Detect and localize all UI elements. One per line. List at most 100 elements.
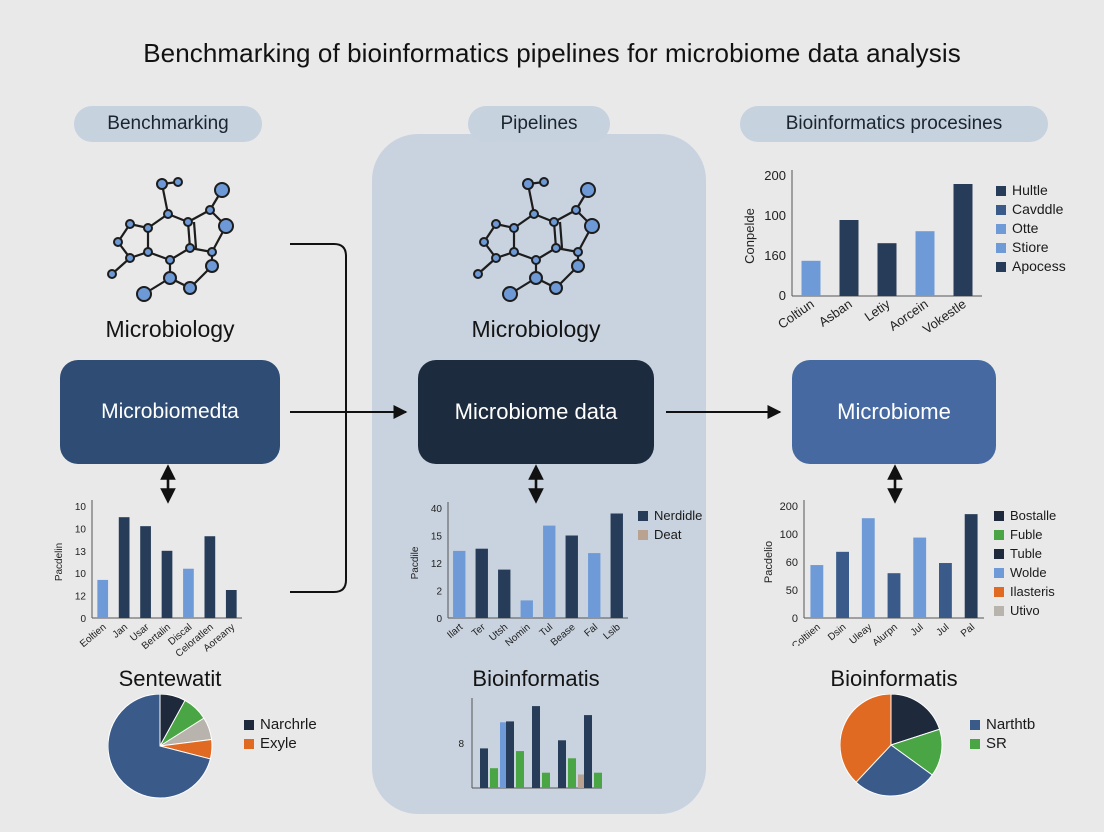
bar <box>565 535 578 618</box>
x-tick-label: Bease <box>549 622 578 646</box>
bar <box>225 590 237 618</box>
bar <box>453 550 466 618</box>
bar <box>913 537 927 618</box>
legend-label: Hultle <box>1012 182 1048 198</box>
legend-swatch <box>996 224 1006 234</box>
bar <box>810 565 824 618</box>
box-microbiome-data: Microbiome data <box>418 360 654 464</box>
bar <box>877 243 897 296</box>
bar <box>480 748 488 788</box>
x-tick-label: Lsib <box>602 622 623 643</box>
y-tick-label: 10 <box>75 569 87 580</box>
y-tick-label: 12 <box>431 559 443 570</box>
bar <box>498 569 511 618</box>
legend-swatch <box>970 720 980 730</box>
label-microbiology-middle: Microbiology <box>471 316 601 342</box>
bar <box>887 573 901 618</box>
legend-item: SR <box>970 735 1035 754</box>
bar <box>118 517 130 618</box>
legend-item: Otte <box>996 220 1066 239</box>
legend-item: Deat <box>638 527 702 546</box>
y-tick-label: 8 <box>458 739 464 750</box>
y-tick-label: 40 <box>431 504 443 515</box>
y-tick-label: 100 <box>780 529 798 541</box>
y-tick-label: 10 <box>75 502 87 513</box>
legend-swatch <box>994 587 1004 597</box>
bar <box>584 715 592 788</box>
box-microbiome: Microbiome <box>792 360 996 464</box>
bar <box>964 514 978 618</box>
pie-slice <box>889 728 943 776</box>
legend-item: Fuble <box>994 527 1056 546</box>
legend-swatch <box>994 568 1004 578</box>
left-pie-chart <box>108 694 213 799</box>
legend-label: Narchrle <box>260 716 317 733</box>
y-axis-label: Pacdelin <box>54 543 65 581</box>
x-tick-label: Nomin <box>503 622 532 646</box>
bar <box>836 551 849 618</box>
bar <box>520 600 533 618</box>
y-tick-label: 0 <box>779 288 786 303</box>
bar <box>543 525 556 618</box>
y-tick-label: 2 <box>436 587 442 598</box>
y-tick-label: 15 <box>431 532 443 543</box>
legend-swatch <box>244 720 254 730</box>
legend-swatch <box>994 549 1004 559</box>
x-tick-label: Jul <box>909 622 926 639</box>
bar <box>516 751 524 788</box>
legend-item: Exyle <box>244 735 317 754</box>
legend-item: Bostalle <box>994 508 1056 527</box>
y-axis-label: Pacdile <box>410 546 421 579</box>
legend-item: Wolde <box>994 565 1056 584</box>
label-bioinformatis-middle: Bioinformatis <box>472 666 600 691</box>
y-tick-label: 100 <box>764 208 786 223</box>
x-tick-label: Eoltien <box>78 622 108 650</box>
x-tick-label: Asban <box>816 296 855 329</box>
legend-swatch <box>638 530 648 540</box>
header-bioinformatics: Bioinformatics procesines <box>740 106 1048 142</box>
legend-item: Tuble <box>994 546 1056 565</box>
y-tick-label: 60 <box>786 557 798 569</box>
bar <box>578 774 586 788</box>
legend-label: Narthtb <box>986 716 1036 733</box>
molecule-icon <box>473 177 600 302</box>
legend-item: Hultle <box>996 182 1066 201</box>
x-tick-label: Ter <box>470 621 488 639</box>
pie-slice <box>840 694 892 783</box>
bar <box>588 553 601 618</box>
bar <box>568 758 576 788</box>
y-tick-label: 0 <box>792 613 798 625</box>
y-tick-label: 0 <box>80 614 86 625</box>
legend-label: Fuble <box>1010 527 1043 542</box>
legend-item: Apocess <box>996 258 1066 277</box>
legend-swatch <box>244 739 254 749</box>
label-microbiology-left: Microbiology <box>105 316 235 342</box>
bar <box>506 721 514 788</box>
x-tick-label: Alurpn <box>871 622 900 646</box>
header-pipelines: Pipelines <box>468 106 610 142</box>
x-tick-label: Uleay <box>848 622 875 646</box>
legend-label: Exyle <box>260 735 297 752</box>
bar <box>97 579 109 618</box>
y-tick-label: 12 <box>75 592 87 603</box>
box-microbiomedta: Microbiomedta <box>60 360 280 464</box>
molecule-icon <box>107 177 234 302</box>
legend-swatch <box>994 511 1004 521</box>
legend-item: Cavddle <box>996 201 1066 220</box>
y-axis-label: Pacdelio <box>763 541 775 583</box>
legend-swatch <box>970 739 980 749</box>
legend-label: Deat <box>654 527 682 542</box>
legend-swatch <box>994 606 1004 616</box>
y-tick-label: 0 <box>436 614 442 625</box>
bar <box>183 568 194 618</box>
legend-label: Bostalle <box>1010 508 1057 523</box>
bar <box>939 563 952 618</box>
bar <box>610 513 623 618</box>
